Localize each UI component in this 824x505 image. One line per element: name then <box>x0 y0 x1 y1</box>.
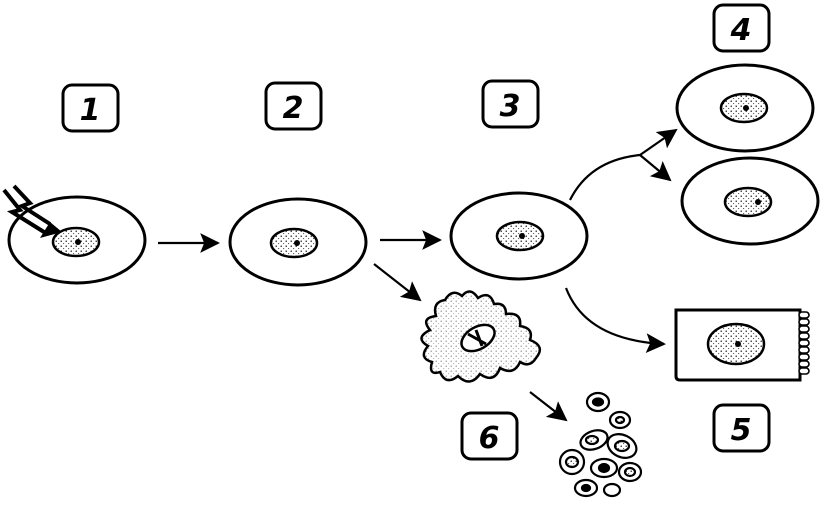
cell-4-upper <box>675 63 815 153</box>
arrow-branch-lower <box>639 154 672 182</box>
stage-label-6: 6 <box>479 421 500 456</box>
arrow-branch-upper <box>639 128 678 156</box>
radiation-icon <box>2 184 62 238</box>
label-box-3: 3 <box>481 79 540 129</box>
cell-2 <box>228 197 368 287</box>
stage-label-5: 5 <box>731 413 752 448</box>
arrow-2-to-apoptosis <box>373 263 422 302</box>
cell-3 <box>449 191 589 281</box>
label-box-4: 4 <box>712 3 771 53</box>
stage-label-2: 2 <box>283 91 304 126</box>
arrow-3-to-5 <box>564 287 666 353</box>
stage-label-3: 3 <box>500 89 521 124</box>
label-box-5: 5 <box>712 403 771 453</box>
arrow-3-to-4 <box>569 153 641 201</box>
arrows <box>158 128 678 422</box>
microvilli <box>798 311 810 375</box>
label-box-1: 1 <box>61 83 120 133</box>
arrow-apoptosis-to-bodies <box>529 391 568 422</box>
stage-label-1: 1 <box>80 93 101 128</box>
apoptotic-bodies <box>558 391 643 498</box>
label-box-6: 6 <box>460 411 519 461</box>
label-box-2: 2 <box>264 81 323 131</box>
stage-label-4: 4 <box>730 13 752 48</box>
apoptotic-cell <box>420 290 542 383</box>
cell-5-specialized <box>674 308 810 382</box>
cell-4-lower <box>680 156 820 246</box>
